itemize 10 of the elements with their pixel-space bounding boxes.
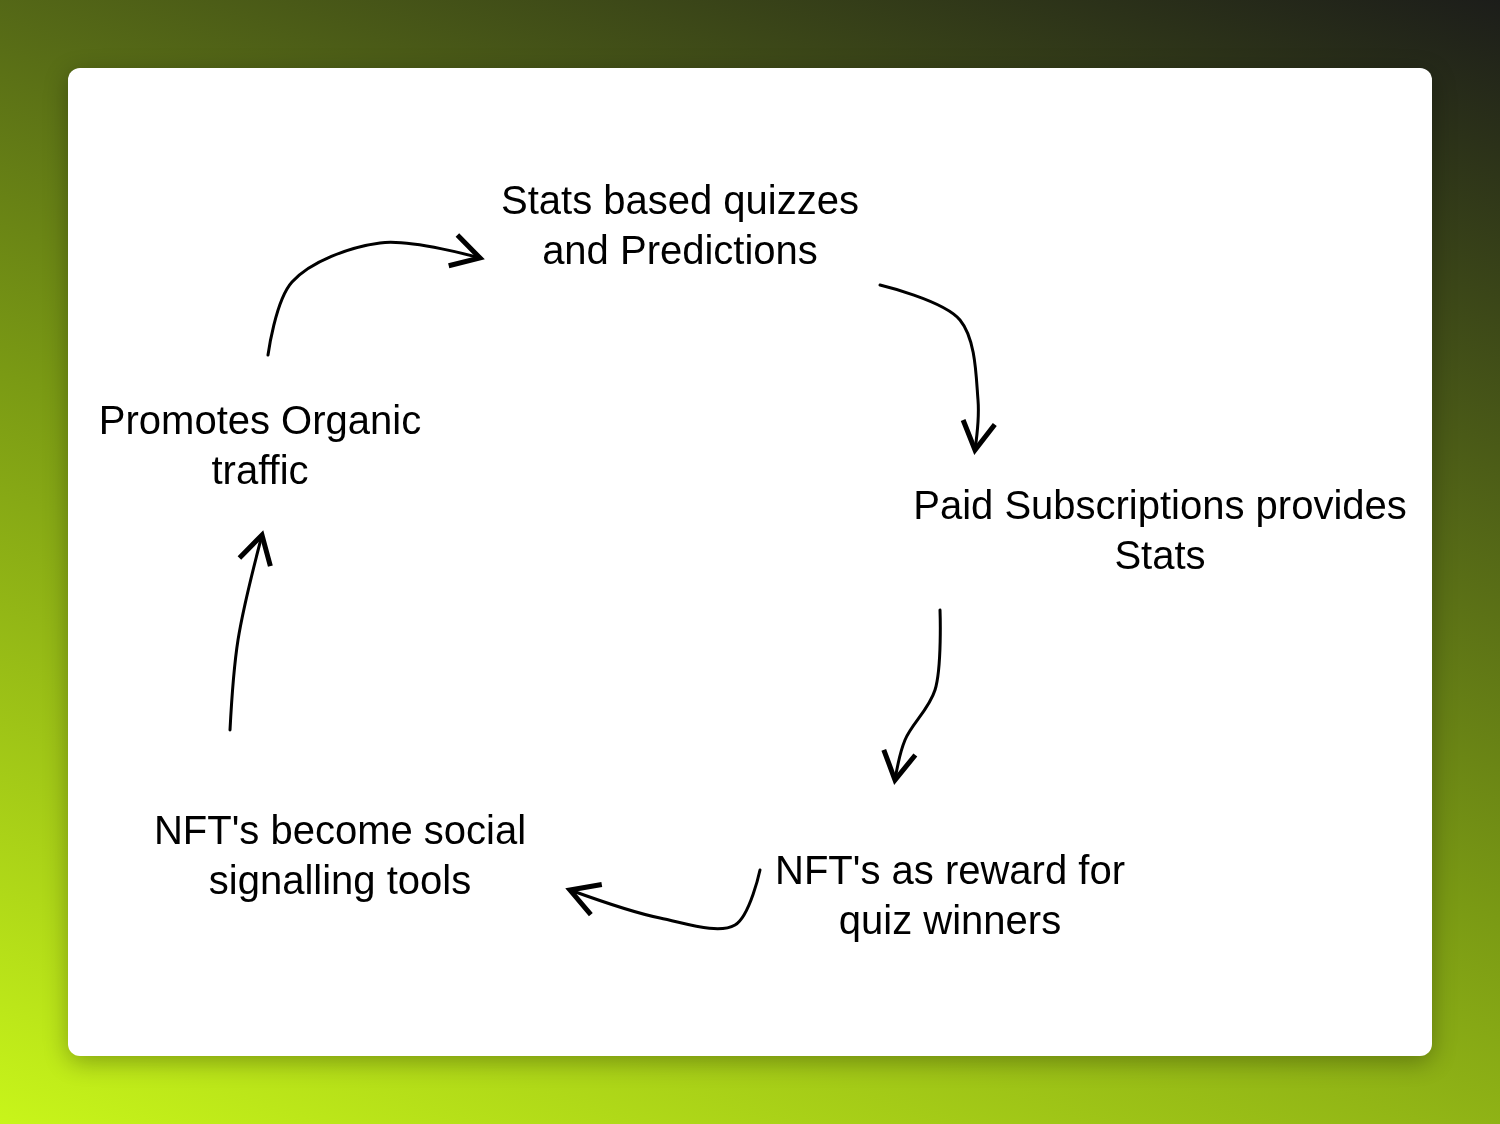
arrow [881,608,942,783]
node-text: NFT's as reward for quiz winners [774,847,1126,944]
arrow [266,232,483,357]
node-text: NFT's become social signalling tools [152,807,528,904]
arrow [878,283,998,453]
arrow [567,868,762,931]
node-text: Stats based quizzes and Predictions [500,177,860,274]
node-text: Promotes Organic traffic [97,397,423,494]
arrow [228,532,273,732]
node-text: Paid Subscriptions provides Stats [912,482,1408,579]
